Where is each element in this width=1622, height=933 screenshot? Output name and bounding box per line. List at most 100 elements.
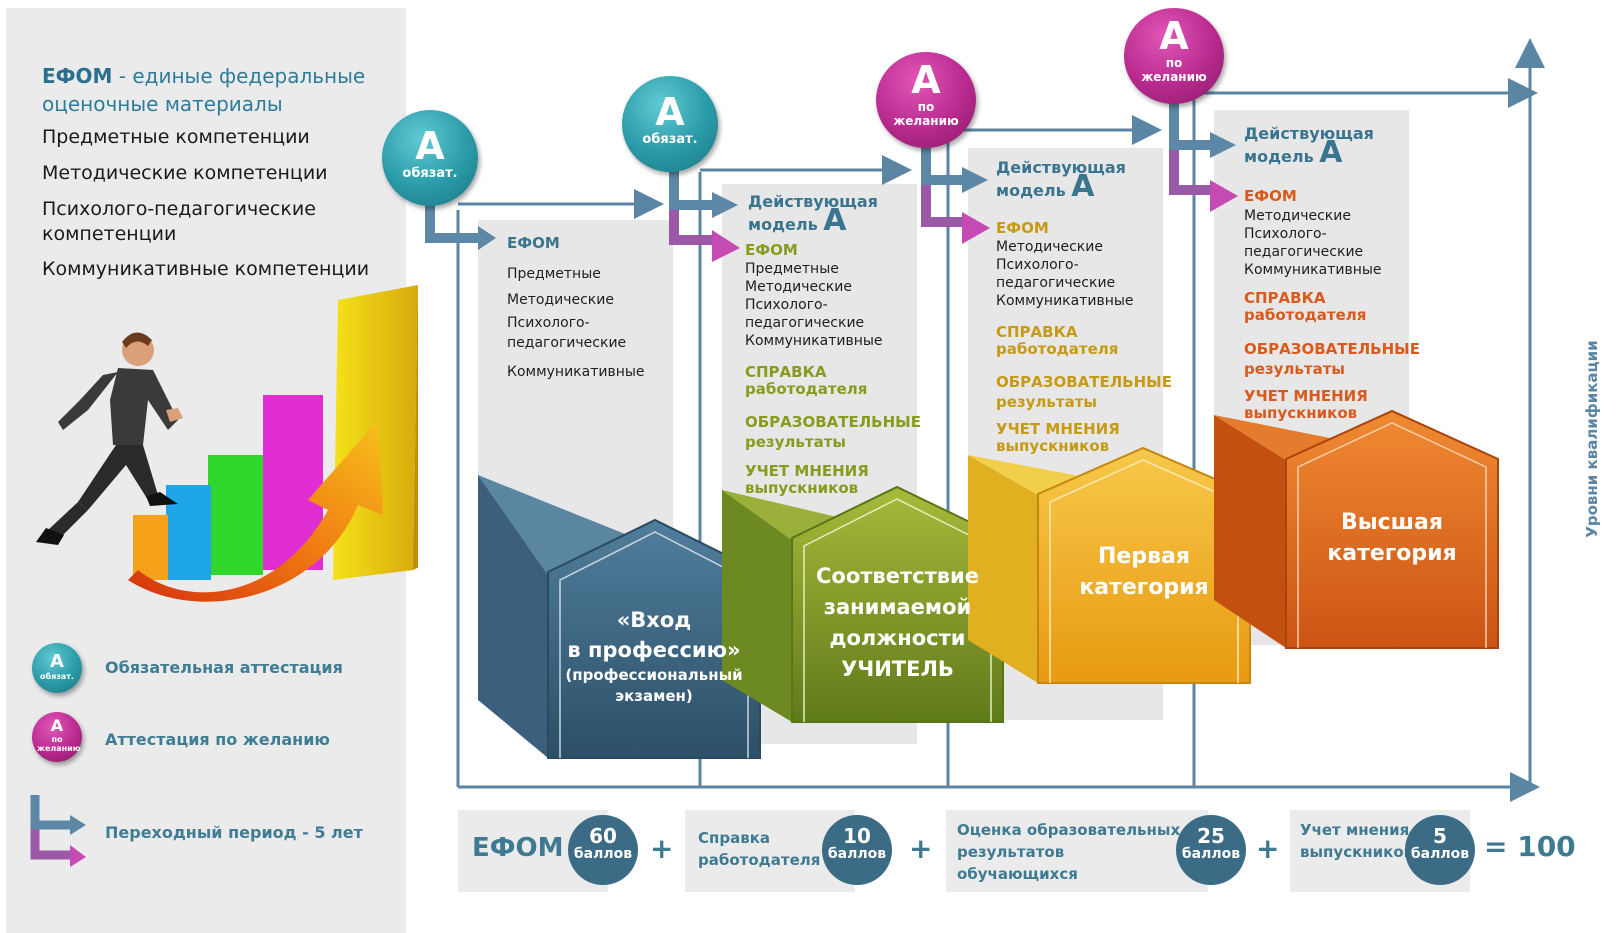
col3-model-title: Действующая модель А: [996, 158, 1156, 202]
list-item: Методические: [996, 239, 1103, 255]
score-unit: баллов: [827, 846, 887, 862]
badge-sub: обязат.: [40, 672, 74, 681]
plus-sign: +: [1256, 832, 1280, 865]
list-item: Психолого-педагогические: [507, 315, 627, 351]
formula-total: = 100: [1484, 830, 1576, 863]
badge-letter: А: [415, 124, 445, 168]
badge-sub: по желанию: [37, 735, 81, 753]
house-line: категория: [1079, 575, 1209, 600]
legend-label-mandatory: Обязательная аттестация: [105, 658, 343, 677]
house-label-entry: «Вход в профессию» (профессиональный экз…: [548, 605, 760, 707]
competency-item: Предметные компетенции: [42, 126, 310, 148]
col4-model-title: Действующая модель А: [1244, 124, 1404, 168]
badge-letter: А: [50, 716, 64, 735]
badge-letter: А: [655, 90, 685, 134]
house-line: в профессию»: [567, 638, 741, 662]
list-item: Психолого-: [745, 297, 828, 313]
house-entry-profession: [478, 475, 761, 759]
badge-letter: А: [1159, 14, 1189, 58]
mandatory-attestation-badge: А обязат.: [382, 110, 478, 206]
col4-efom-items: Методические Психолого- педагогические К…: [1244, 207, 1382, 279]
badge-sub: по желанию: [893, 100, 959, 128]
col2-efom-heading: ЕФОМ: [745, 241, 798, 259]
competency-item: Коммуникативные компетенции: [42, 258, 370, 280]
score-value: 5: [1433, 824, 1447, 848]
house-label-teacher: Соответствие занимаемой должности УЧИТЕЛ…: [792, 561, 1003, 685]
competency-item: Методические компетенции: [42, 162, 328, 184]
house-line: УЧИТЕЛЬ: [841, 657, 954, 681]
model-title: Действующая модель: [996, 158, 1126, 200]
efom-definition-text: - единые федеральные оценочные материалы: [42, 64, 366, 116]
growth-chart-illustration: [36, 285, 418, 602]
list-item: Методические: [745, 279, 852, 295]
list-item: Психолого-: [996, 257, 1079, 273]
house-subtitle: (профессиональный экзамен): [565, 666, 743, 705]
col2-graduate-opinion: УЧЕТ МНЕНИЯ выпускников: [745, 462, 869, 497]
house-line: «Вход: [616, 608, 692, 632]
formula-label-results: Оценка образовательных результатов обуча…: [957, 821, 1181, 883]
col3-educational-results: ОБРАЗОВАТЕЛЬНЫЕ результаты: [996, 373, 1172, 411]
legend-label-transition: Переходный период - 5 лет: [105, 823, 363, 842]
score-value: 25: [1197, 824, 1225, 848]
house-line: категория: [1327, 541, 1457, 566]
orange-bar: [133, 515, 168, 580]
house-highest-category: [1214, 409, 1499, 649]
col1-efom-items: Предметные Методические Психолого-педаго…: [507, 261, 647, 385]
badge-sub: обязат.: [642, 132, 698, 147]
competency-item: Психолого-педагогические компетенции: [42, 198, 316, 245]
col2-educational-results: ОБРАЗОВАТЕЛЬНЫЕ результаты: [745, 413, 921, 451]
list-item: Методические: [507, 292, 614, 308]
mandatory-badge-legend: А обязат.: [32, 643, 82, 693]
transition-arrow-col1: [425, 195, 496, 250]
house-label-first-category: Первая категория: [1038, 541, 1250, 603]
badge-sub: обязат.: [402, 166, 458, 181]
efom-definition: ЕФОМ - единые федеральные оценочные мате…: [42, 62, 382, 118]
list-item: Предметные: [745, 261, 839, 277]
mandatory-attestation-badge: А обязат.: [622, 76, 718, 172]
blue-bar: [166, 485, 211, 580]
green-bar: [208, 455, 263, 575]
score-value: 60: [589, 824, 617, 848]
model-letter: А: [1319, 135, 1343, 170]
col3-efom-items: Методические Психолого- педагогические К…: [996, 238, 1134, 310]
score-badge-25: 25 баллов: [1176, 815, 1246, 885]
optional-badge-legend: А по желанию: [32, 712, 82, 762]
list-item: Коммуникативные: [996, 293, 1134, 309]
badge-letter: А: [50, 651, 64, 672]
list-item: Психолого-: [1244, 226, 1327, 242]
list-item: Предметные: [507, 266, 601, 282]
model-letter: А: [823, 203, 847, 238]
score-value: 10: [843, 824, 871, 848]
col3-efom-heading: ЕФОМ: [996, 219, 1049, 237]
businessman-figure: [36, 332, 183, 545]
col2-model-title: Действующая модель А: [748, 192, 908, 236]
col4-employer-reference: СПРАВКА работодателя: [1244, 289, 1367, 324]
optional-attestation-badge: А по желанию: [876, 52, 976, 148]
list-item: Коммуникативные: [507, 364, 645, 380]
score-unit: баллов: [573, 846, 633, 862]
house-position-teacher: [722, 485, 1004, 723]
col2-employer-reference: СПРАВКА работодателя: [745, 363, 868, 398]
transition-arrow-col2: [669, 165, 740, 262]
col2-efom-items: Предметные Методические Психолого- педаг…: [745, 260, 883, 350]
score-badge-10: 10 баллов: [822, 815, 892, 885]
house-line: занимаемой: [823, 595, 972, 619]
col3-employer-reference: СПРАВКА работодателя: [996, 323, 1119, 358]
list-item: Методические: [1244, 208, 1351, 224]
model-title: Действующая модель: [1244, 124, 1374, 166]
list-item: Коммуникативные: [1244, 262, 1382, 278]
col4-efom-heading: ЕФОМ: [1244, 187, 1297, 205]
house-label-highest-category: Высшая категория: [1286, 507, 1498, 569]
optional-attestation-badge: А по желанию: [1124, 8, 1224, 104]
col4-educational-results: ОБРАЗОВАТЕЛЬНЫЕ результаты: [1244, 340, 1420, 378]
list-item: педагогические: [996, 275, 1116, 291]
list-item: педагогические: [1244, 244, 1364, 260]
transition-arrow-col4: [1169, 100, 1238, 212]
badge-letter: А: [911, 58, 941, 102]
score-unit: баллов: [1410, 846, 1470, 862]
transition-arrow-icon: [30, 795, 86, 867]
list-item: педагогические: [745, 315, 865, 331]
score-badge-60: 60 баллов: [568, 815, 638, 885]
formula-label-efom: ЕФОМ: [472, 833, 564, 863]
formula-label-graduates: Учет мнения выпускников: [1300, 821, 1414, 861]
